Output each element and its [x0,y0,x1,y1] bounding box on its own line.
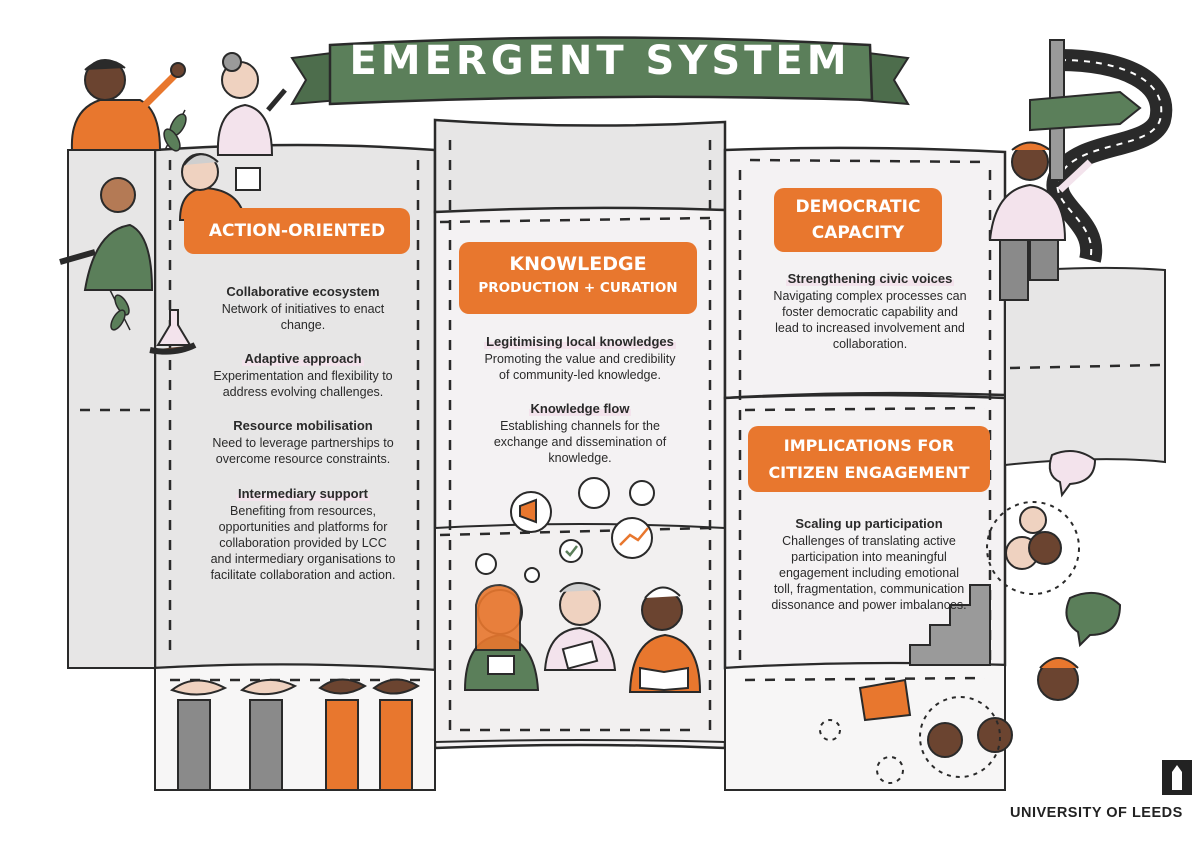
action-item-2-line: Experimentation and flexibility to [213,369,393,383]
label-action-oriented: ACTION-ORIENTED [186,210,408,252]
person-with-wrench [59,177,154,291]
label-implications-line1: IMPLICATIONS FOR [783,436,955,455]
group-people-center [463,582,702,693]
action-item-2-line: address evolving challenges. [222,385,384,399]
action-item-3-heading: Resource mobilisation [233,418,373,433]
label-action-oriented-text: ACTION-ORIENTED [208,221,386,241]
person-waving [70,59,186,151]
democratic-item-1-line: lead to increased involvement and [775,321,965,335]
knowledge-item-2-line: exchange and dissemination of [493,435,667,449]
knowledge-item-1-line: of community-led knowledge. [499,368,661,382]
implications-item-1: Scaling up participation Challenges of t… [755,516,983,613]
implications-item-1-heading: Scaling up participation [795,516,943,531]
lane-markings [80,140,1161,740]
knowledge-item-1-line: Promoting the value and credibility [484,352,676,366]
action-item-4-heading-text: Intermediary support [235,486,371,501]
leaf-sprig-left [109,109,187,331]
action-item-4: Intermediary support Benefiting from res… [188,486,418,583]
action-item-1: Collaborative ecosystem Network of initi… [188,284,418,333]
label-implications-citizen-engagement: IMPLICATIONS FOR CITIZEN ENGAGEMENT [750,428,988,490]
democratic-item-1: Strengthening civic voices Navigating co… [760,271,980,352]
action-item-3: Resource mobilisation Need to leverage p… [188,418,418,467]
title-banner [328,36,874,106]
knowledge-item-2-heading: Knowledge flow [455,401,705,417]
action-item-2-heading-text: Adaptive approach [242,351,364,366]
democratic-item-1-heading: Strengthening civic voices [760,271,980,287]
bottom-right-road-strip [724,662,1006,791]
label-democratic-line2: CAPACITY [811,223,905,243]
dotted-circles [819,501,1080,784]
knowledge-item-1-heading-text: Legitimising local knowledges [484,334,676,349]
implications-item-1-line: participation into meaningful [791,550,947,564]
knowledge-item-1-heading: Legitimising local knowledges [455,334,705,350]
communication-icons [475,477,655,583]
knowledge-item-2-line: knowledge. [548,451,612,465]
action-item-3-line: Need to leverage partnerships to [212,436,394,450]
action-item-4-line: collaboration provided by LCC [219,536,387,550]
label-democratic-line1: DEMOCRATIC [795,197,921,217]
action-item-1-line: Network of initiatives to enact [221,302,385,316]
action-item-2-heading: Adaptive approach [188,351,418,367]
knowledge-item-1: Legitimising local knowledges Promoting … [455,334,705,383]
democratic-item-1-line: Navigating complex processes can [773,289,967,303]
implications-item-1-line: Challenges of translating active [782,534,956,548]
knowledge-item-2: Knowledge flow Establishing channels for… [455,401,705,466]
flask-illustration [149,309,197,355]
democratic-item-1-line: foster democratic capability and [782,305,958,319]
winding-road [1046,49,1173,263]
university-name: UNIVERSITY OF LEEDS [1010,805,1183,821]
label-knowledge-production: KNOWLEDGE PRODUCTION + CURATION [461,244,695,312]
democratic-item-1-heading-text: Strengthening civic voices [785,271,955,286]
knowledge-item-2-heading-text: Knowledge flow [528,401,632,416]
action-item-3-line: overcome resource constraints. [215,452,391,466]
stairs [909,584,991,666]
people-group-right [927,506,1079,758]
action-item-4-line: and intermediary organisations to [210,552,396,566]
action-item-4-heading: Intermediary support [188,486,418,502]
label-knowledge-line1: KNOWLEDGE [509,253,647,275]
action-item-4-line: Benefiting from resources, [230,504,376,518]
action-item-2: Adaptive approach Experimentation and fl… [188,351,418,400]
knowledge-item-2-line: Establishing channels for the [500,419,660,433]
sign-arrow [1029,90,1142,132]
bottom-road-strip [154,663,436,791]
label-implications-line2: CITIZEN ENGAGEMENT [768,463,970,482]
implications-item-1-line: toll, fragmentation, communication [773,582,965,596]
center-road-panel-top [433,118,727,215]
democratic-item-1-line: collaboration. [832,337,908,351]
action-item-1-line: change. [280,318,326,332]
raised-arms [169,678,420,791]
person-with-tool [216,52,287,156]
person-pointing [988,141,1093,301]
page-title: EMERGENT SYSTEM [349,38,851,84]
implications-item-1-line: dissonance and power imbalances. [771,598,967,612]
label-knowledge-line2: PRODUCTION + CURATION [478,280,678,296]
action-item-4-line: opportunities and platforms for [218,520,388,534]
action-item-1-heading: Collaborative ecosystem [226,284,380,299]
label-democratic-capacity: DEMOCRATIC CAPACITY [776,190,940,250]
question-bubbles [858,450,1122,722]
university-logo-mark [1162,760,1192,795]
implications-item-1-line: engagement including emotional [779,566,959,580]
action-item-4-line: facilitate collaboration and action. [210,568,396,582]
